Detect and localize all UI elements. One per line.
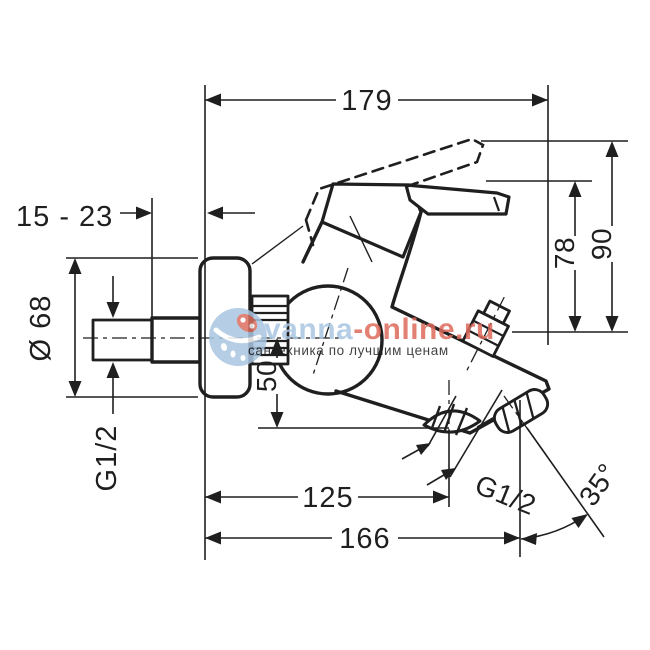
dim-spout-reach-label: 125 <box>302 482 353 514</box>
dim-shower-outlet-reach: 166 <box>205 400 521 557</box>
dim-escutcheon-diameter-label: Ø 68 <box>25 295 57 362</box>
dim-total-depth-label: 179 <box>341 85 392 117</box>
shower-icon <box>213 313 262 361</box>
dim-handle-height: 78 <box>486 180 592 332</box>
dim-spout-drop: 50 <box>251 338 449 429</box>
watermark-brand-primary: vanna <box>264 313 353 346</box>
lever-tip-notch <box>492 196 501 212</box>
handle-base-plate <box>320 182 423 259</box>
dim-total-depth: 179 <box>205 85 548 117</box>
dim-handle-height-label: 78 <box>549 237 580 269</box>
body-back-line <box>251 225 304 265</box>
faucet-body <box>91 137 551 436</box>
wall-pipe-block <box>91 318 154 362</box>
dim-spout-reach: 125 <box>205 380 450 514</box>
dim-spout-drop-label: 50 <box>251 360 282 392</box>
dim-shower-thread-label: G1/2 <box>471 469 541 521</box>
watermark: vanna-online.ru сантехника по лучшим цен… <box>209 308 495 366</box>
dim-wall-distance: 15 - 23 <box>16 201 255 233</box>
dim-max-height: 90 <box>481 140 628 333</box>
s-union-nut <box>150 316 202 364</box>
spout-outline <box>334 210 551 435</box>
dim-wall-distance-label: 15 - 23 <box>16 201 113 233</box>
lever-handle-dashed <box>304 137 485 247</box>
watermark-tagline: сантехника по лучшим ценам <box>248 343 449 358</box>
watermark-brand: vanna-online.ru <box>264 313 495 346</box>
watermark-brand-secondary: -online.ru <box>353 313 495 346</box>
valve-axis-line <box>311 267 349 379</box>
dim-shower-outlet-reach-label: 166 <box>339 523 390 555</box>
shower-connector-stub <box>461 296 511 373</box>
dim-inlet-thread: G1/2 <box>91 276 123 491</box>
dim-inlet-thread-label: G1/2 <box>91 425 123 492</box>
shower-outlet-connector <box>492 388 550 434</box>
plate-inner-line <box>349 215 373 263</box>
lever-handle <box>404 183 511 216</box>
dim-escutcheon-diameter: Ø 68 <box>25 257 198 398</box>
dim-max-height-label: 90 <box>586 228 617 260</box>
